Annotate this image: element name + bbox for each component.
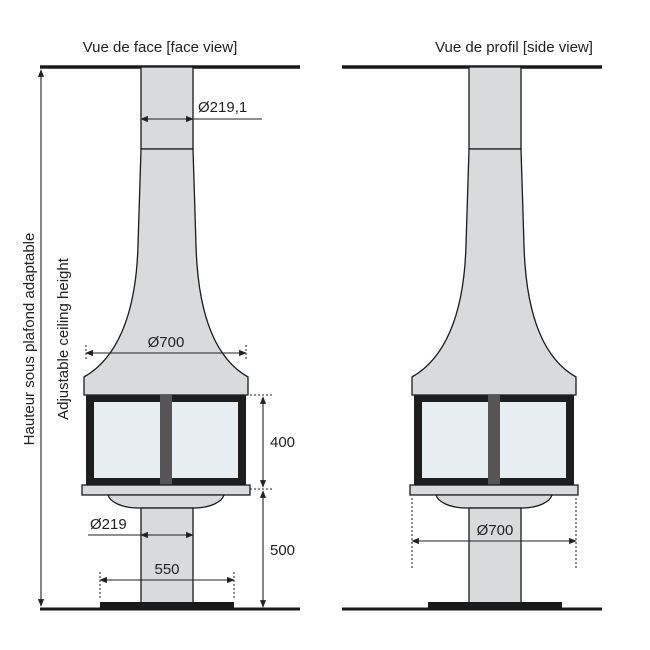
- side-flue-pipe: [468, 66, 522, 150]
- side-hood: [411, 148, 577, 396]
- front-hearth-plate: [81, 484, 251, 496]
- front-bowl: [107, 494, 225, 509]
- side-glass-center-post: [488, 395, 500, 485]
- front-hood: [83, 148, 249, 396]
- dim-foot-width-label: 550: [154, 561, 179, 578]
- front-view: Vue de face [face view] Ø219,1 Ø700: [21, 39, 300, 611]
- front-glass-left: [94, 402, 160, 478]
- side-glass-left: [422, 402, 488, 478]
- front-glass-right: [172, 402, 238, 478]
- front-flue-pipe: [140, 66, 194, 150]
- dim-flue-diameter-label: Ø219,1: [198, 99, 247, 116]
- side-foot-plate: [428, 602, 562, 608]
- dim-base-diameter-label: Ø219: [90, 516, 127, 533]
- front-view-title: Vue de face [face view]: [83, 39, 238, 56]
- dim-firebox-height-label: 400: [270, 434, 295, 451]
- front-column: [140, 507, 194, 609]
- front-glass-center-post: [160, 395, 172, 485]
- side-bowl: [435, 494, 553, 509]
- dim-hood-diameter-label: Ø700: [148, 334, 185, 351]
- side-view-title: Vue de profil [side view]: [435, 39, 593, 56]
- ceiling-label-fr: Hauteur sous plafond adaptable: [21, 233, 38, 446]
- side-glass-right: [500, 402, 566, 478]
- side-hearth-plate: [409, 484, 579, 496]
- side-column: [468, 507, 522, 609]
- front-foot-plate: [100, 602, 234, 608]
- ceiling-label-en: Adjustable ceiling height: [55, 257, 72, 420]
- dim-base-height-label: 500: [270, 542, 295, 559]
- side-view: Vue de profil [side view] Ø700: [342, 39, 602, 611]
- dim-side-bowl-diameter-label: Ø700: [477, 522, 514, 539]
